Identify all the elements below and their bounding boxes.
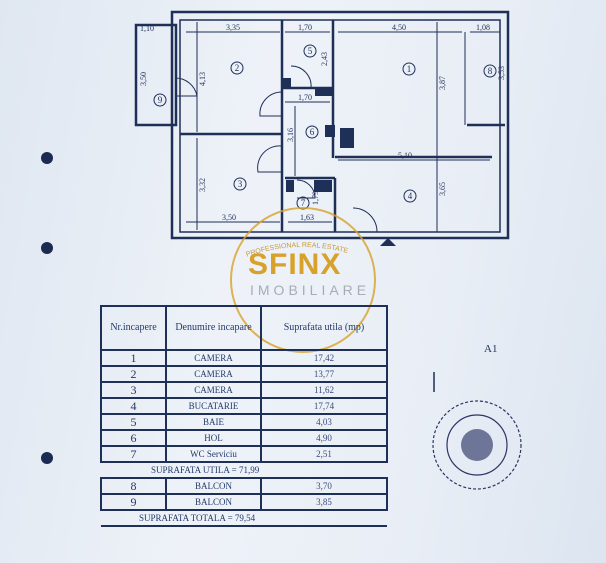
inner-wall [179, 19, 501, 233]
room-marker: 6 [305, 125, 319, 139]
dim-label: 5,10 [398, 151, 412, 160]
room-marker: 2 [230, 61, 244, 75]
room-area: 17,74 [260, 397, 388, 415]
col-header-area: Suprafata utila (mp) [260, 305, 388, 351]
svg-text:6: 6 [310, 127, 315, 137]
room-marker: 3 [233, 177, 247, 191]
room-marker: 1 [402, 62, 416, 76]
cadastral-stamp [432, 400, 522, 490]
svg-text:5: 5 [308, 46, 313, 56]
dim-label: 3,87 [438, 76, 447, 90]
room-area: 13,77 [260, 365, 388, 383]
svg-text:8: 8 [488, 66, 493, 76]
room-area: 4,90 [260, 429, 388, 447]
svg-text:4: 4 [408, 191, 413, 201]
room-name: CAMERA [165, 365, 262, 383]
room-number: 1 [100, 349, 167, 367]
binder-hole [41, 152, 53, 164]
svg-text:1: 1 [407, 64, 412, 74]
room-area: 3,85 [260, 493, 388, 511]
room-name: WC Serviciu [165, 445, 262, 463]
room-area: 4,03 [260, 413, 388, 431]
table-header: Nr.incapere Denumire incapare Suprafata … [100, 305, 388, 351]
entrance-arrow-icon [380, 238, 396, 246]
utila-label: SUPRAFATA UTILA = [151, 465, 237, 475]
dim-label: 2,43 [320, 52, 329, 66]
svg-text:9: 9 [158, 95, 163, 105]
room-name: CAMERA [165, 381, 262, 399]
room-area: 17,42 [260, 349, 388, 367]
room-name: BALCON [165, 477, 262, 495]
dim-label: 3,32 [198, 178, 207, 192]
utila-row: SUPRAFATA UTILA = 71,99 [101, 461, 387, 479]
balcony-9 [134, 23, 178, 127]
dim-label: 1,08 [476, 23, 490, 32]
room-marker: 8 [483, 64, 497, 78]
room-name: BUCATARIE [165, 397, 262, 415]
binder-hole [41, 452, 53, 464]
svg-text:2: 2 [235, 63, 240, 73]
room-number: 8 [100, 477, 167, 495]
dim-label: 3,50 [222, 213, 236, 222]
dim-label: 3,53 [497, 66, 506, 80]
col-header-nr: Nr.incapere [100, 305, 167, 351]
room-number: 6 [100, 429, 167, 447]
dim-label: 1,10 [140, 24, 154, 33]
room-number: 9 [100, 493, 167, 511]
totala-value: 79,54 [234, 513, 256, 523]
dim-label: 1,70 [298, 93, 312, 102]
room-number: 2 [100, 365, 167, 383]
outer-wall [170, 10, 510, 240]
room-marker: 5 [303, 44, 317, 58]
room-number: 5 [100, 413, 167, 431]
area-table: Nr.incapere Denumire incapare Suprafata … [100, 305, 388, 527]
binder-hole [41, 242, 53, 254]
room-marker: 7 [296, 196, 310, 210]
dim-label: 1,79 [311, 191, 320, 205]
room-name: CAMERA [165, 349, 262, 367]
utila-value: 71,99 [238, 465, 260, 475]
dim-label: 1,63 [300, 213, 314, 222]
svg-text:7: 7 [301, 198, 306, 208]
dim-label: 4,50 [392, 23, 406, 32]
room-name: BALCON [165, 493, 262, 511]
dim-label: 3,50 [139, 72, 148, 86]
room-name: HOL [165, 429, 262, 447]
dim-label: 3,35 [226, 23, 240, 32]
north-label: A1 [484, 343, 497, 355]
room-name: BAIE [165, 413, 262, 431]
dim-label: 1,70 [298, 23, 312, 32]
room-area: 2,51 [260, 445, 388, 463]
dim-label: 3,65 [438, 182, 447, 196]
room-area: 3,70 [260, 477, 388, 495]
room-number: 7 [100, 445, 167, 463]
totala-row: SUPRAFATA TOTALA = 79,54 [101, 509, 387, 527]
room-number: 3 [100, 381, 167, 399]
dim-label: 3,16 [286, 128, 295, 142]
totala-label: SUPRAFATA TOTALA = [139, 513, 233, 523]
room-number: 4 [100, 397, 167, 415]
svg-text:3: 3 [238, 179, 243, 189]
col-header-name: Denumire incapare [165, 305, 262, 351]
room-marker: 9 [153, 93, 167, 107]
room-marker: 4 [403, 189, 417, 203]
dim-label: 4,13 [198, 72, 207, 86]
room-area: 11,62 [260, 381, 388, 399]
